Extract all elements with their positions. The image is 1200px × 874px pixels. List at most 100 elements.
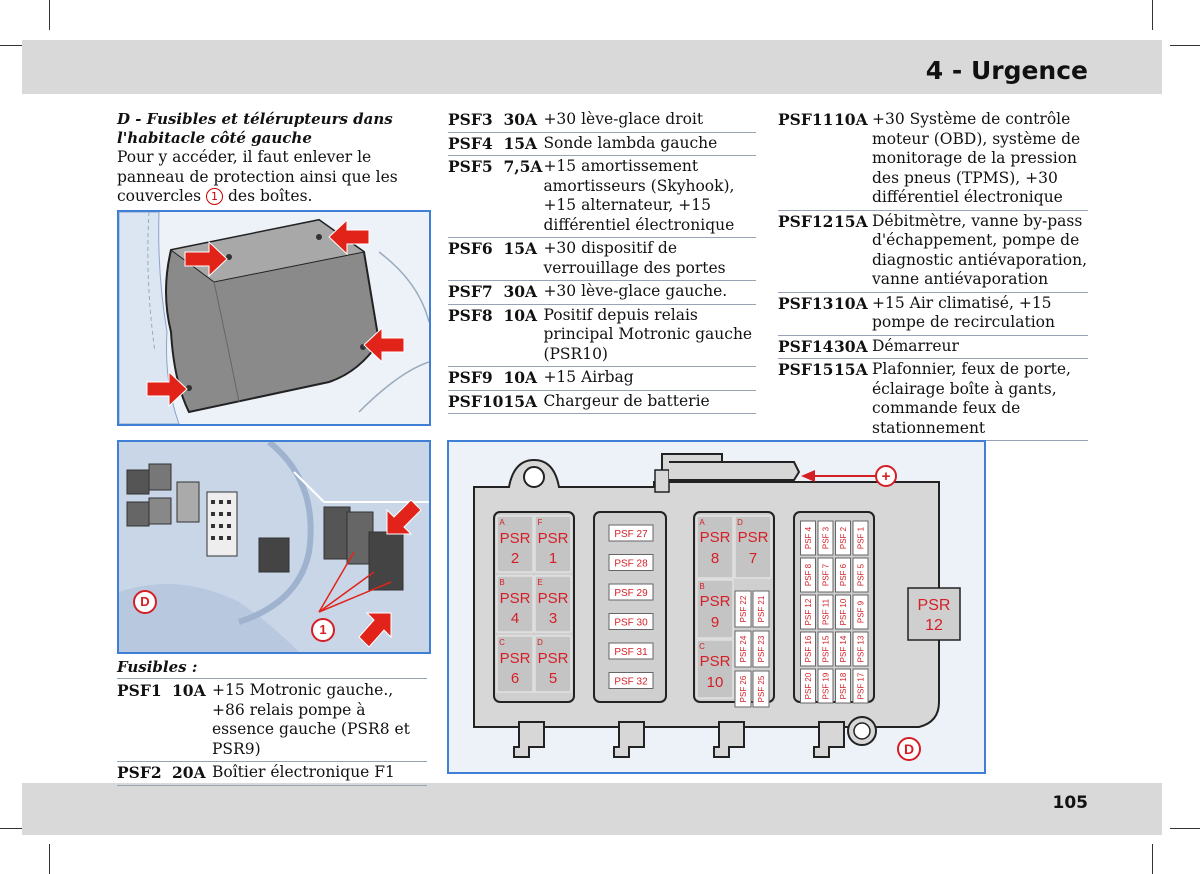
label-d-badge: D	[133, 590, 157, 614]
crop-mark	[0, 828, 30, 829]
fuse-code: PSF15	[778, 358, 834, 441]
fuse-description: Positif depuis relais principal Motronic…	[543, 304, 756, 367]
fuse-description: Démarreur	[872, 335, 1088, 359]
fuse-label: PSF 6	[839, 563, 848, 586]
fuse-label: PSF 30	[614, 618, 648, 629]
relay-letter: D	[737, 518, 743, 527]
crop-mark	[49, 0, 50, 30]
fuse-slot	[835, 631, 851, 667]
relay-slot	[496, 515, 534, 573]
fuse-label: PSF 23	[757, 635, 766, 662]
fuse-amperage: 10A	[172, 680, 212, 762]
fuse-code: PSF9	[448, 366, 504, 391]
fuse-box-d-label: D	[904, 741, 914, 757]
fuse-amperage: 30A	[503, 109, 544, 133]
fuse-slot	[817, 557, 834, 593]
fuse-code: PSF2	[117, 761, 172, 786]
chapter-title: 4 - Urgence	[925, 56, 1088, 85]
relay-number: 6	[511, 670, 519, 687]
crop-mark	[0, 45, 30, 46]
fuse-slot	[608, 554, 654, 571]
fuse-amperage: 30A	[834, 335, 872, 359]
fuse-slot	[817, 520, 834, 556]
fuse-code: PSF7	[448, 280, 504, 305]
relay-slot	[696, 639, 734, 699]
relay-number: 5	[549, 670, 557, 687]
fuse-description: Boîtier électronique F1	[212, 761, 427, 786]
fuse-label: PSF 12	[804, 598, 813, 625]
fuse-amperage: 10A	[834, 109, 872, 211]
fuse-label: PSF 9	[857, 600, 866, 623]
fuse-description: +30 lève-glace gauche.	[543, 280, 756, 305]
fuse-label: PSF 21	[757, 595, 766, 622]
fuse-description: Chargeur de batterie	[543, 390, 756, 414]
relay-slot	[696, 515, 734, 579]
figure-relay-location: D 1	[117, 440, 431, 654]
intro-text: Pour y accéder, il faut enlever le panne…	[117, 148, 398, 205]
relay-name: PSR	[500, 590, 531, 607]
footer-band	[22, 783, 1162, 835]
relay-slot	[496, 575, 534, 633]
crop-mark	[1152, 0, 1153, 30]
label-1-badge: 1	[311, 618, 335, 642]
fuse-slot	[800, 668, 816, 704]
fuse-slot	[800, 520, 816, 556]
fuse-description: +15 Air climatisé, +15 pompe de recircul…	[872, 292, 1088, 336]
fuse-code: PSF3	[448, 109, 504, 133]
fuse-amperage: 10A	[503, 366, 544, 391]
relay-slot	[534, 575, 572, 633]
fuse-label: PSF 7	[822, 563, 831, 586]
fuse-label: PSF 25	[757, 675, 766, 702]
fuse-label: PSF 1	[857, 526, 866, 549]
fuse-label: PSF 13	[857, 635, 866, 662]
fuse-slot	[835, 594, 851, 630]
fuse-slot	[734, 630, 752, 668]
relay-number: 9	[711, 614, 719, 631]
fuse-slot	[800, 557, 816, 593]
fuse-slot	[608, 672, 654, 689]
intro-text-end: des boîtes.	[227, 187, 313, 205]
fuse-description: Plafonnier, feux de porte, éclairage boî…	[872, 358, 1088, 441]
fuse-label: PSF 3	[822, 526, 831, 549]
relay-slot	[534, 515, 572, 573]
fuse-label: PSF 14	[839, 635, 848, 662]
fuse-amperage: 10A	[503, 304, 544, 367]
fuse-code: PSF8	[448, 304, 504, 367]
relay-letter: A	[499, 518, 505, 527]
fuse-description: +15 Airbag	[543, 366, 756, 391]
fuse-slot	[852, 557, 869, 593]
relay-slot	[534, 635, 572, 693]
fuse-slot	[608, 524, 654, 542]
relay-location-illustration	[119, 442, 429, 652]
relay-number: 4	[511, 610, 519, 627]
fuse-slot	[734, 590, 752, 628]
fuse-amperage: 30A	[503, 280, 544, 305]
relay-slot	[734, 515, 772, 579]
fuse-code: PSF4	[448, 132, 504, 156]
relay-letter: A	[699, 518, 705, 527]
fuse-label: PSF 4	[804, 526, 813, 549]
fuse-slot	[835, 520, 851, 556]
relay-name: PSR	[538, 530, 569, 547]
fuse-slot	[752, 670, 770, 708]
external-relay-num: 12	[925, 617, 943, 634]
fuse-code: PSF6	[448, 237, 504, 281]
fuse-slot	[800, 631, 816, 667]
fuse-slot	[852, 668, 869, 704]
plus-terminal-label: +	[882, 468, 891, 485]
relay-number: 8	[711, 550, 719, 567]
fuse-description: +30 dispositif de verrouillage des porte…	[543, 237, 756, 281]
fuse-amperage: 15A	[834, 358, 872, 441]
relay-name: PSR	[538, 590, 569, 607]
relay-number: 2	[511, 550, 519, 567]
